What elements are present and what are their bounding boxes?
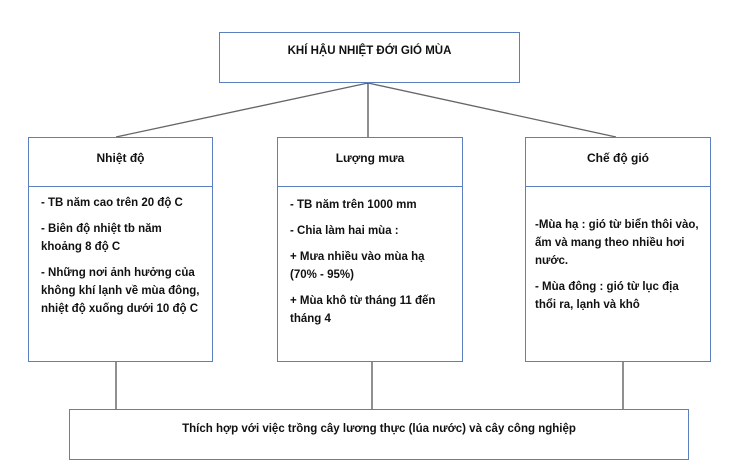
list-item: - Những nơi ảnh hưởng của không khí lạnh…	[41, 267, 200, 315]
title-text: KHÍ HẬU NHIỆT ĐỚI GIÓ MÙA	[287, 45, 452, 57]
list-item: - TB năm cao trên 20 độ C	[41, 197, 183, 209]
section-heading: Chế độ gió	[526, 138, 710, 187]
list-item: + Mưa nhiều vào mùa hạ (70% - 95%)	[290, 251, 425, 281]
connector-left	[115, 82, 369, 138]
section-body: - TB năm cao trên 20 độ C - Biên độ nhiệ…	[29, 186, 212, 361]
section-temperature: Nhiệt độ - TB năm cao trên 20 độ C - Biê…	[28, 137, 213, 362]
connector-right	[367, 82, 617, 138]
list-item: - TB năm trên 1000 mm	[290, 199, 417, 211]
conclusion-text: Thích hợp với việc trồng cây lương thực …	[182, 423, 576, 435]
title-box: KHÍ HẬU NHIỆT ĐỚI GIÓ MÙA	[219, 32, 520, 83]
conclusion-box: Thích hợp với việc trồng cây lương thực …	[69, 409, 689, 460]
list-item: + Mùa khô từ tháng 11 đến tháng 4	[290, 295, 436, 325]
section-rainfall: Lượng mưa - TB năm trên 1000 mm - Chia l…	[277, 137, 463, 362]
list-item: - Chia làm hai mùa :	[290, 225, 399, 237]
section-body: - TB năm trên 1000 mm - Chia làm hai mùa…	[278, 186, 462, 361]
section-heading: Lượng mưa	[278, 138, 462, 187]
list-item: - Mùa đông : gió từ lục địa thổi ra, lạn…	[535, 281, 679, 311]
list-item: - Biên độ nhiệt tb năm khoảng 8 độ C	[41, 223, 162, 253]
section-body: -Mùa hạ : gió từ biển thôi vào, ấm và ma…	[526, 186, 710, 361]
section-heading: Nhiệt độ	[29, 138, 212, 187]
section-wind: Chế độ gió -Mùa hạ : gió từ biển thôi và…	[525, 137, 711, 362]
list-item: -Mùa hạ : gió từ biển thôi vào, ấm và ma…	[535, 219, 699, 267]
